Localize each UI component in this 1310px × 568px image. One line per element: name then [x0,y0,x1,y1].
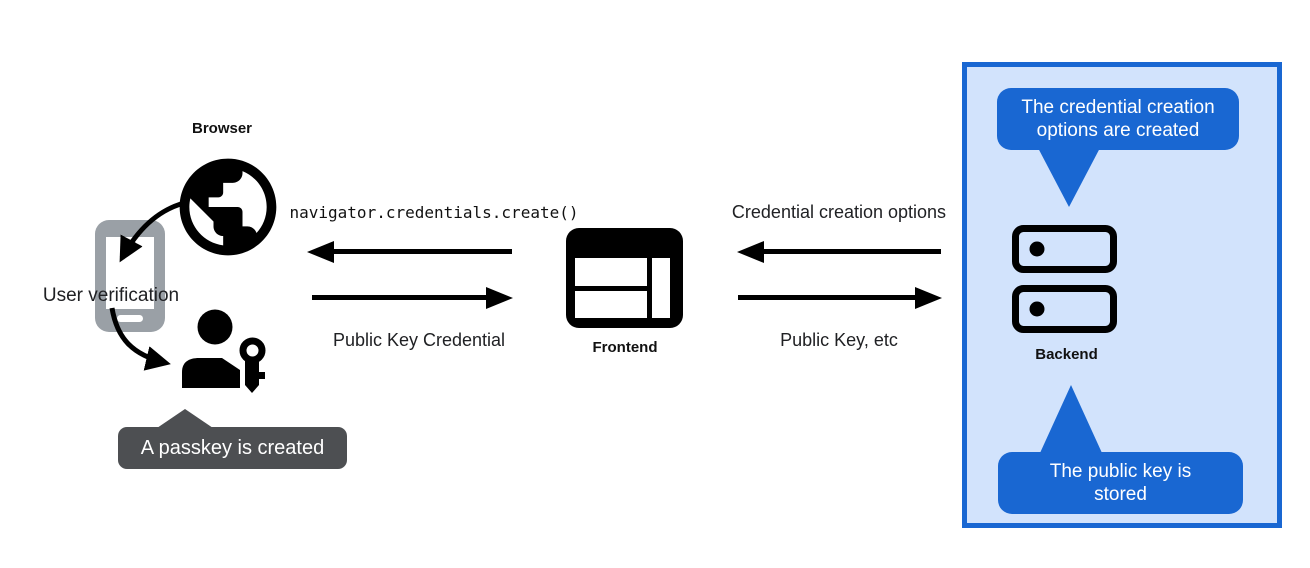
bottom-bubble-tail-icon [1040,385,1102,453]
public-key-stored-bubble-line1: The public key is [1049,461,1192,482]
server-stack-icon [1012,225,1117,333]
public-key-etc-label: Public Key, etc [780,330,898,350]
browser-window-icon [566,228,683,328]
public-key-credential-label: Public Key Credential [332,330,506,350]
arrow-public-key-credential-right [312,287,513,309]
person-key-icon [182,309,266,393]
public-key-stored-bubble-line2: stored [1094,484,1147,505]
curved-arrows [109,199,189,371]
passkey-tooltip-text: A passkey is created [140,436,325,459]
navigator-create-label: navigator.credentials.create() [289,203,579,222]
arrow-credential-options-left [737,241,941,263]
credential-options-bubble-line1: The credential creation [1021,97,1215,118]
frontend-label: Frontend [592,339,658,356]
public-key-stored-bubble: The public key is stored [998,452,1243,514]
arrow-public-key-right [738,287,942,309]
backend-label: Backend [1035,346,1098,363]
smartphone-icon [95,220,165,332]
credential-options-bubble-line2: options are created [1036,120,1200,141]
browser-label: Browser [191,120,253,137]
credential-creation-options-label: Credential creation options [731,202,947,222]
curved-arrow-phone-to-person [109,307,171,371]
arrow-create-call-left [307,241,512,263]
curved-arrow-globe-to-phone [119,199,189,263]
passkey-tooltip: A passkey is created [118,427,347,469]
user-verification-label: User verification [42,285,180,306]
credential-options-bubble: The credential creation options are crea… [997,88,1239,150]
globe-icon [179,158,277,256]
top-bubble-tail-icon [1037,146,1101,207]
passkey-tooltip-arrow [157,409,213,428]
